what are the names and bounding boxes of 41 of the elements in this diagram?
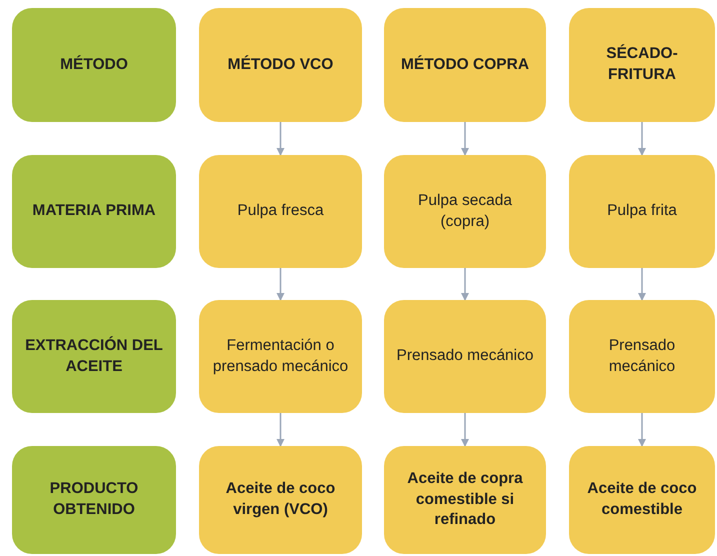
box-text: PRODUCTO OBTENIDO: [48, 479, 140, 520]
process-box: [199, 300, 362, 413]
box-text: Prensado mecánico: [396, 346, 534, 366]
category-box: [12, 8, 176, 122]
arrow: [638, 268, 646, 301]
process-box: [569, 446, 715, 554]
box-text: Fermentación o prensado mecánico: [212, 336, 350, 376]
arrow: [461, 122, 469, 156]
process-box: [199, 446, 362, 554]
process-box: [569, 155, 715, 268]
box-text: SÉCADO-FRITURA: [605, 44, 679, 85]
arrow: [638, 413, 646, 447]
box-text: Pulpa secada (copra): [417, 190, 513, 232]
process-box: [384, 446, 546, 554]
category-box: [12, 446, 176, 554]
arrow: [461, 268, 469, 301]
process-box: [569, 8, 715, 122]
box-text: Pulpa fresca: [237, 201, 324, 222]
process-box: [384, 300, 546, 413]
process-box: [384, 8, 546, 122]
box-text: Aceite de coco virgen (VCO): [224, 479, 336, 520]
arrow: [276, 122, 284, 156]
arrow: [638, 122, 646, 156]
box-text: MÉTODO VCO: [228, 54, 334, 75]
box-text: Prensado mecánico: [608, 336, 676, 376]
box-text: MÉTODO: [60, 54, 128, 75]
category-box: [12, 155, 176, 268]
process-box: [569, 300, 715, 413]
box-text: Aceite de coco comestible: [586, 479, 698, 520]
arrow: [276, 413, 284, 447]
box-text: MATERIA PRIMA: [32, 201, 156, 222]
box-text: Pulpa frita: [607, 201, 677, 222]
process-box: [199, 8, 362, 122]
box-text: Aceite de copra comestible si refinado: [406, 468, 524, 530]
process-box: [199, 155, 362, 268]
category-box: [12, 300, 176, 413]
box-text: EXTRACCIÓN DEL ACEITE: [24, 336, 164, 376]
arrow: [461, 413, 469, 447]
box-text: MÉTODO COPRA: [400, 54, 530, 75]
process-box: [384, 155, 546, 268]
arrow: [276, 268, 284, 301]
